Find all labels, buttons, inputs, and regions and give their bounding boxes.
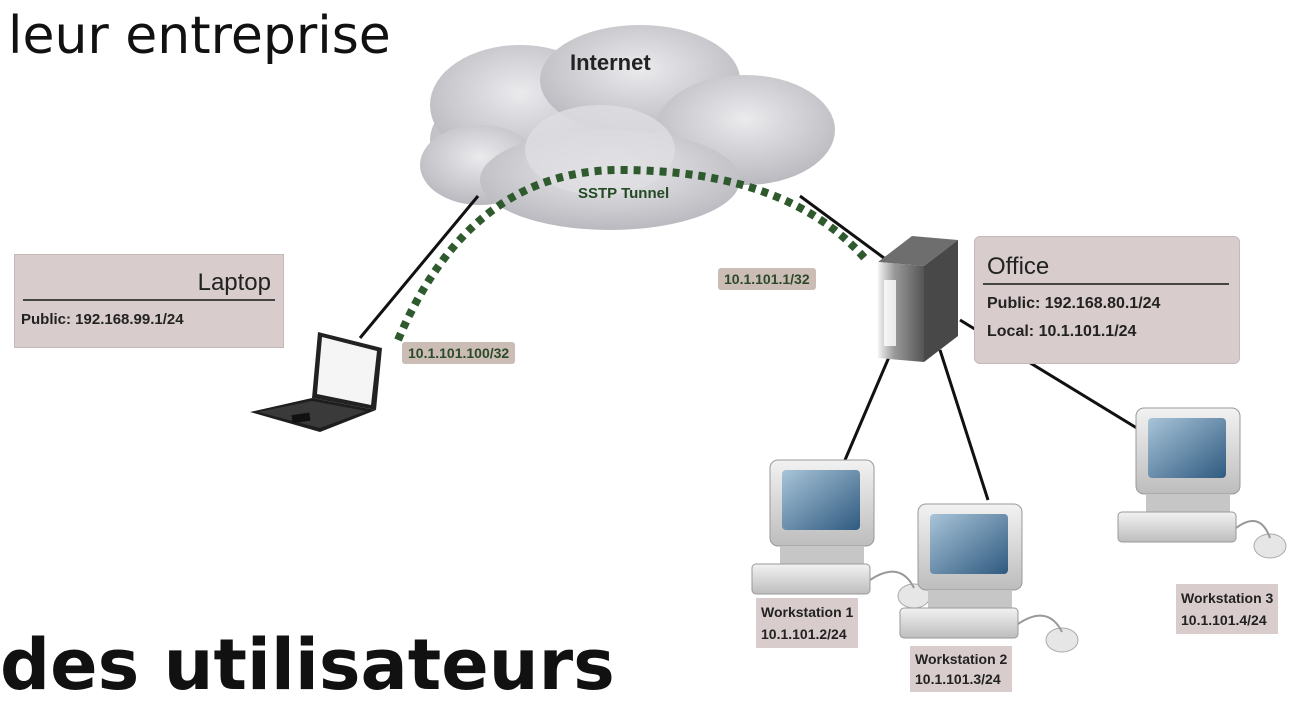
laptop-icon	[250, 332, 382, 432]
router-icon	[878, 236, 958, 362]
tunnel-label: SSTP Tunnel	[578, 185, 669, 202]
laptop-info-box: Laptop Public: 192.168.99.1/24	[14, 254, 284, 348]
ws1-wire	[843, 349, 894, 461]
laptop-uplink-wire	[358, 195, 480, 339]
workstation-2-ip: 10.1.101.3/24	[915, 671, 1001, 687]
workstation-1-name: Workstation 1	[761, 604, 854, 620]
workstation-2-name: Workstation 2	[915, 651, 1008, 667]
workstation-3-label: Workstation 3 10.1.101.4/24	[1176, 584, 1279, 634]
office-public-ip: Public: 192.168.80.1/24	[987, 295, 1161, 312]
bottom-heading: des utilisateurs	[0, 624, 615, 706]
office-info-box: Office Public: 192.168.80.1/24 Local: 10…	[974, 236, 1240, 364]
workstation-3-icon	[1117, 407, 1287, 559]
internet-cloud-icon	[420, 25, 835, 230]
office-divider	[983, 283, 1229, 285]
laptop-divider	[23, 299, 275, 301]
laptop-name: Laptop	[197, 269, 271, 296]
workstation-1-label: Workstation 1 10.1.101.2/24	[756, 598, 859, 648]
laptop-public-ip: Public: 192.168.99.1/24	[21, 311, 184, 328]
workstation-1-ip: 10.1.101.2/24	[761, 626, 847, 642]
workstation-3-name: Workstation 3	[1181, 590, 1274, 606]
page-title: leur entreprise	[8, 6, 391, 66]
workstation-2-label: Workstation 2 10.1.101.3/24	[910, 646, 1013, 692]
workstation-1-icon	[751, 459, 931, 609]
office-name: Office	[987, 253, 1050, 280]
internet-label: Internet	[570, 50, 651, 75]
workstation-3-ip: 10.1.101.4/24	[1181, 612, 1267, 628]
laptop-tunnel-ip: 10.1.101.100/32	[402, 342, 516, 364]
office-local-ip: Local: 10.1.101.1/24	[987, 323, 1137, 340]
office-tunnel-ip: 10.1.101.1/32	[718, 268, 816, 290]
ws2-wire	[938, 349, 990, 501]
office-uplink-wire	[799, 194, 885, 260]
workstation-2-icon	[899, 503, 1079, 653]
